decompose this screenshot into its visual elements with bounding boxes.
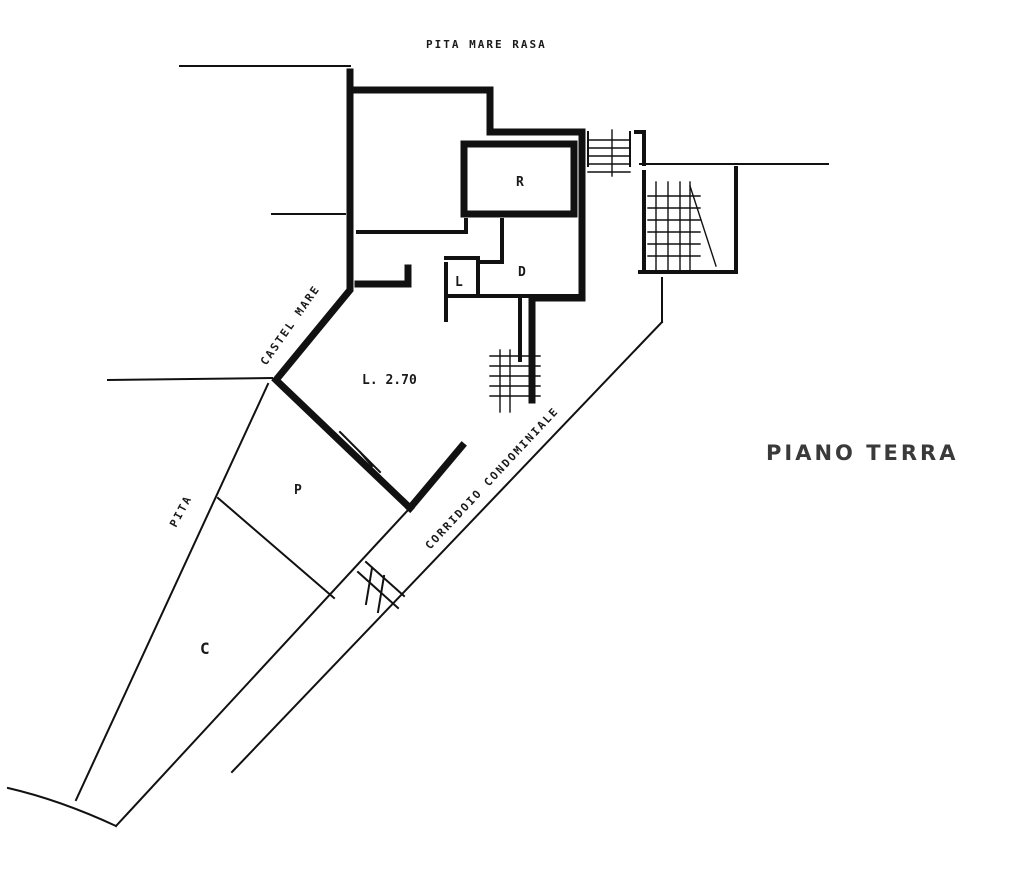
- street-label-castel-mare: CASTEL MARE: [258, 283, 323, 368]
- corridor-label: CORRIDOIO CONDOMINIALE: [423, 404, 562, 552]
- room-label-l-small: L: [455, 275, 463, 290]
- room-label-living: L. 2.70: [362, 373, 417, 388]
- building-walls: [271, 68, 738, 513]
- boundary-lines: [6, 65, 829, 828]
- floor-title: PIANO TERRA: [766, 441, 958, 465]
- room-label-p: P: [294, 483, 302, 498]
- street-label-top: PITA MARE RASA: [426, 38, 547, 51]
- stairs: [489, 129, 717, 413]
- room-label-r: R: [516, 175, 524, 190]
- street-label-pita: PITA: [167, 493, 195, 530]
- room-label-c: C: [200, 639, 210, 658]
- door-symbols: [338, 430, 406, 614]
- room-label-d: D: [518, 265, 526, 280]
